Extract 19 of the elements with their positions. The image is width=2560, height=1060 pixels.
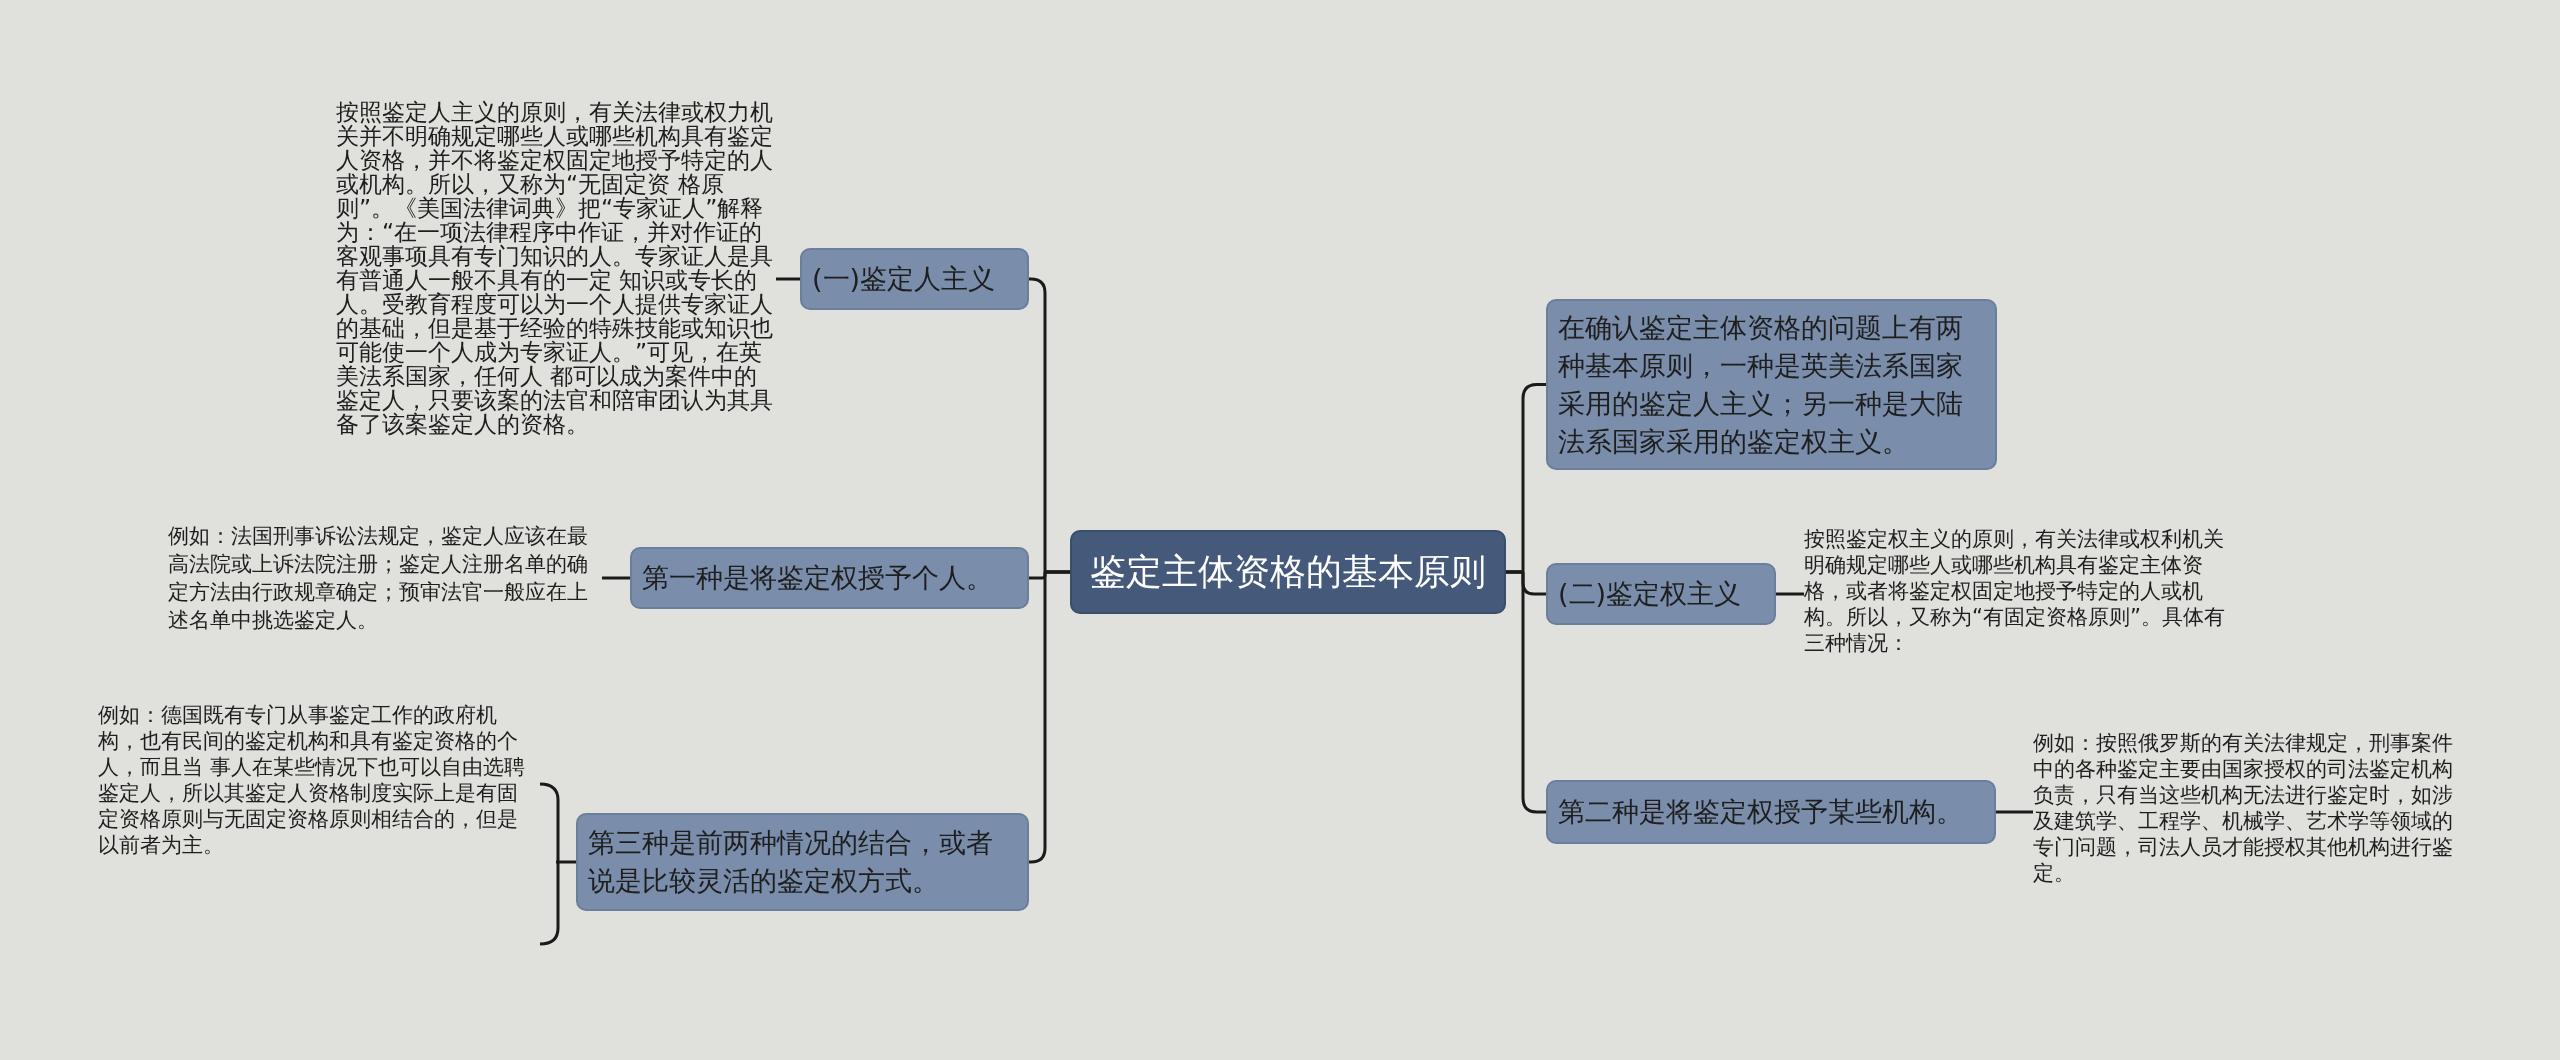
connector-line [602, 576, 630, 580]
connector-line [1504, 570, 1548, 814]
topic-box: (一)鉴定人主义 [800, 248, 1029, 310]
topic-box: (二)鉴定权主义 [1546, 563, 1776, 625]
connector-line [556, 860, 576, 864]
note-text: 例如：德国既有专门从事鉴定工作的政府机构，也有民间的鉴定机构和具有鉴定资格的个人，而且当 事人在某些情况下也可以自由选聘鉴定人，所以其鉴定人资格制度实际上是有固定资格原则与无固定资格原则相结合的，但是以前者为主。 [98, 702, 538, 864]
topic-box: 第二种是将鉴定权授予某些机构。 [1546, 780, 1996, 844]
connector-line [776, 277, 800, 281]
connector-line [1996, 810, 2033, 814]
topic-box: 第三种是前两种情况的结合，或者说是比较灵活的鉴定权方式。 [576, 813, 1029, 911]
connector-line [1027, 570, 1072, 864]
topic-box: 在确认鉴定主体资格的问题上有两种基本原则，一种是英美法系国家采用的鉴定人主义；另一种是大陆法系国家采用的鉴定权主义。 [1546, 299, 1997, 470]
note-text: 按照鉴定人主义的原则，有关法律或权力机关并不明确规定哪些人或哪些机构具有鉴定人资格，并不将鉴定权固定地授予特定的人或机构。所以，又称为“无固定资 格原则”。《美国法律词典》把“专家证人”解释为：“在一项法律程序中作证，并对作证的客观事项具有专门知识的人。专家证人是具有普通人一般不具有的一定 知识或专长的人。受教育程度可以为一个人提供专家证人的基础，但是基于经验的特殊技能或知识也可能使一个人成为专家证人。”可见，在英美法系国家，任何人 都可以成为案件中的鉴定人，只要该案的法官和陪审团认为其具备了该案鉴定人的资格。 [336, 100, 776, 462]
note-text: 按照鉴定权主义的原则，有关法律或权利机关明确规定哪些人或哪些机构具有鉴定主体资格，或者将鉴定权固定地授予特定的人或机构。所以，又称为“有固定资格原则”。具体有三种情况： [1804, 526, 2240, 660]
central-topic-box: 鉴定主体资格的基本原则 [1070, 530, 1506, 614]
topic-box: 第一种是将鉴定权授予个人。 [630, 547, 1029, 609]
note-text: 例如：法国刑事诉讼法规定，鉴定人应该在最高法院或上诉法院注册；鉴定人注册名单的确定方法由行政规章确定；预审法官一般应在上述名单中挑选鉴定人。 [168, 522, 602, 634]
note-text: 例如：按照俄罗斯的有关法律规定，刑事案件中的各种鉴定主要由国家授权的司法鉴定机构负责，只有当这些机构无法进行鉴定时，如涉及建筑学、工程学、机械学、艺术学等领域的专门问题，司法人员才能授权其他机构进行鉴定。 [2033, 730, 2469, 892]
connector-line [1776, 592, 1804, 596]
